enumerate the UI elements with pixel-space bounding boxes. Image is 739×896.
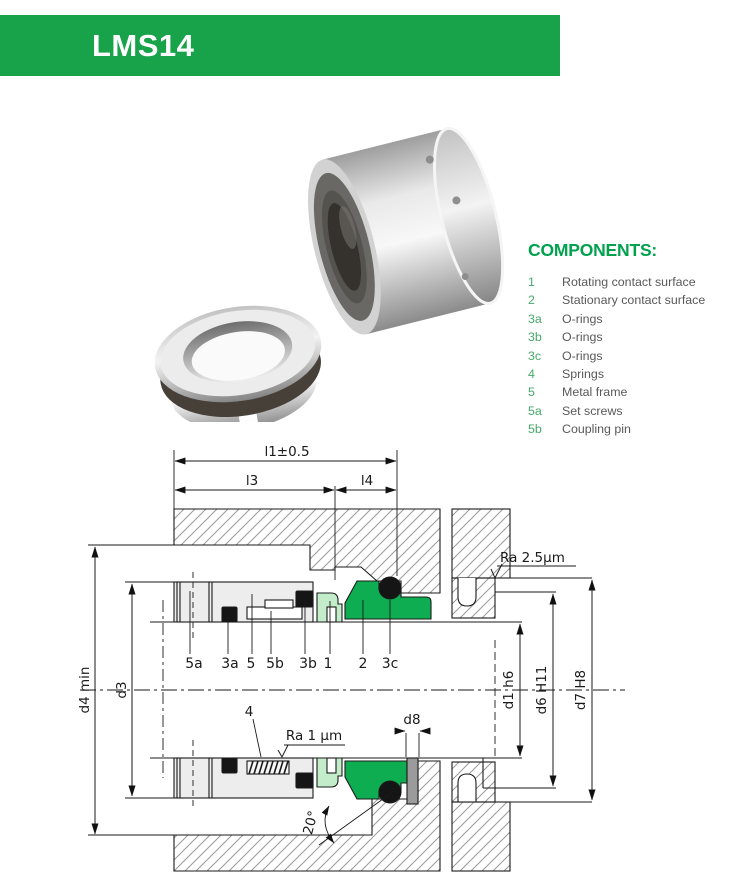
component-label: O-rings (562, 311, 603, 326)
part-label-2: 2 (359, 656, 368, 672)
seat-ring-photo (154, 305, 322, 422)
component-id: 3c (528, 348, 542, 363)
set-screw-dot (461, 273, 469, 280)
components-legend: COMPONENTS: 1 Rotating contact surface 2… (528, 240, 733, 439)
pin-d8 (406, 757, 419, 805)
stationary-seat-upper (344, 580, 432, 620)
product-photo (154, 126, 505, 422)
part-label-5: 5 (247, 656, 256, 672)
o-ring-3a-upper (221, 606, 238, 623)
centerline (80, 600, 625, 778)
o-ring-3a-lower (221, 757, 238, 774)
seal-head-photo (308, 126, 505, 335)
component-label: O-rings (562, 348, 603, 363)
spring-lower (246, 760, 290, 775)
page-title: LMS14 (92, 28, 195, 63)
part-label-3b: 3b (299, 656, 317, 672)
component-label: Metal frame (562, 385, 628, 400)
dim-l1-label: l1±0.5 (264, 444, 309, 460)
metal-frame-upper (173, 572, 314, 640)
o-ring-3b-lower (295, 772, 314, 789)
dim-d8-label: d8 (403, 712, 420, 728)
part-label-3c: 3c (382, 656, 399, 672)
component-label: Set screws (562, 403, 623, 418)
dim-l4-label: l4 (361, 473, 373, 489)
coupling-pin-upper (246, 606, 303, 620)
component-item: 5 Metal frame (528, 383, 733, 401)
set-screw-dot (452, 196, 461, 205)
part-label-3a: 3a (221, 656, 239, 672)
component-item: 5a Set screws (528, 402, 733, 420)
component-id: 4 (528, 367, 535, 382)
dim-d3-label: d3 (114, 681, 130, 698)
component-id: 5 (528, 385, 535, 400)
component-item: 1 Rotating contact surface (528, 273, 733, 291)
component-id: 5a (528, 403, 542, 418)
roughness-bottom-label: Ra 1 µm (286, 728, 342, 744)
component-item: 5b Coupling pin (528, 420, 733, 438)
seal-faces-upper (316, 576, 432, 623)
leader-lines (189, 591, 391, 758)
seal-faces-lower (316, 757, 419, 805)
dim-d1-label: d1 h6 (501, 671, 517, 710)
components-title: COMPONENTS: (528, 240, 658, 260)
part-label-1: 1 (324, 656, 333, 672)
component-id: 1 (528, 275, 535, 289)
component-id: 3b (528, 330, 542, 345)
component-id: 3a (528, 311, 542, 326)
part-label-row: 5a 3a 5 5b 3b 1 2 3c (185, 656, 398, 672)
component-label: Coupling pin (562, 422, 631, 437)
dim-d4-label: d4 min (77, 667, 93, 714)
o-ring-3b-upper (295, 590, 314, 608)
roughness-top-label: Ra 2.5µm (500, 550, 565, 566)
dim-d7-label: d7 H8 (573, 670, 589, 710)
dimension-lines (91, 457, 596, 835)
part-label-5a: 5a (185, 656, 203, 672)
component-label: Springs (562, 367, 605, 382)
dim-d6-label: d6 H11 (534, 666, 550, 715)
title-banner: LMS14 (0, 15, 560, 76)
component-id: 2 (528, 293, 535, 308)
housing-section (173, 508, 511, 872)
technical-drawing: l1±0.5 l3 l4 Ra 2.5µm Ra 1 µm d8 4 20° d… (77, 444, 625, 872)
set-screw-dot (425, 155, 434, 164)
component-item: 3b O-rings (528, 328, 733, 346)
component-id: 5b (528, 422, 542, 437)
angle-callout (318, 790, 395, 846)
angle-label: 20° (300, 809, 322, 836)
o-ring-3c-upper (378, 576, 402, 600)
spring-ref-label: 4 (245, 704, 254, 720)
component-label: Rotating contact surface (562, 275, 696, 289)
component-item: 3c O-rings (528, 347, 733, 365)
component-item: 2 Stationary contact surface (528, 291, 733, 309)
dim-l3-label: l3 (246, 473, 258, 489)
roughness-symbols (277, 563, 576, 759)
part-label-5b: 5b (266, 656, 284, 672)
component-item: 4 Springs (528, 365, 733, 383)
component-item: 3a O-rings (528, 310, 733, 328)
component-label: Stationary contact surface (562, 293, 706, 308)
metal-frame-lower (173, 740, 314, 808)
component-label: O-rings (562, 330, 603, 345)
